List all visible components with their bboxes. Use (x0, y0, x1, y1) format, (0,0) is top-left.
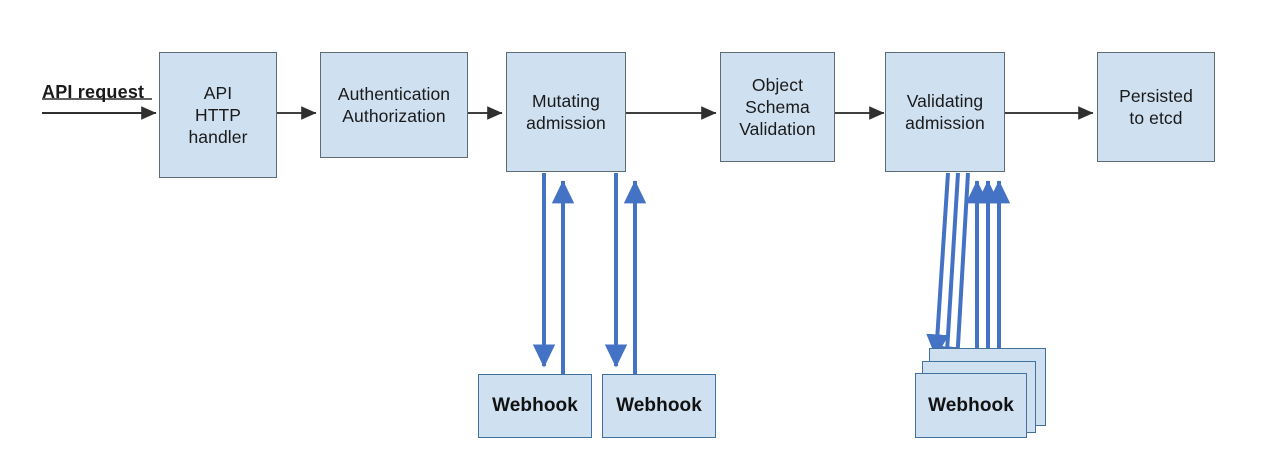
node-mutating-webhook-1[interactable]: Webhook (478, 374, 592, 438)
node-mutating-webhook-2[interactable]: Webhook (602, 374, 716, 438)
node-persisted-to-etcd[interactable]: Persisted to etcd (1097, 52, 1215, 162)
node-mutating-admission[interactable]: Mutating admission (506, 52, 626, 172)
node-api-http-handler[interactable]: API HTTP handler (159, 52, 277, 178)
mutating-webhook-1-arrows (532, 173, 575, 374)
entry-arrow (42, 98, 157, 120)
node-authentication-authorization[interactable]: Authentication Authorization (320, 52, 468, 158)
node-validating-webhook-front[interactable]: Webhook (915, 373, 1027, 438)
node-validating-admission[interactable]: Validating admission (885, 52, 1005, 172)
node-object-schema-validation[interactable]: Object Schema Validation (720, 52, 835, 162)
api-request-label: API request (42, 82, 145, 102)
mutating-webhook-2-arrows (604, 173, 647, 374)
validating-webhook-call-arrows (926, 172, 970, 382)
